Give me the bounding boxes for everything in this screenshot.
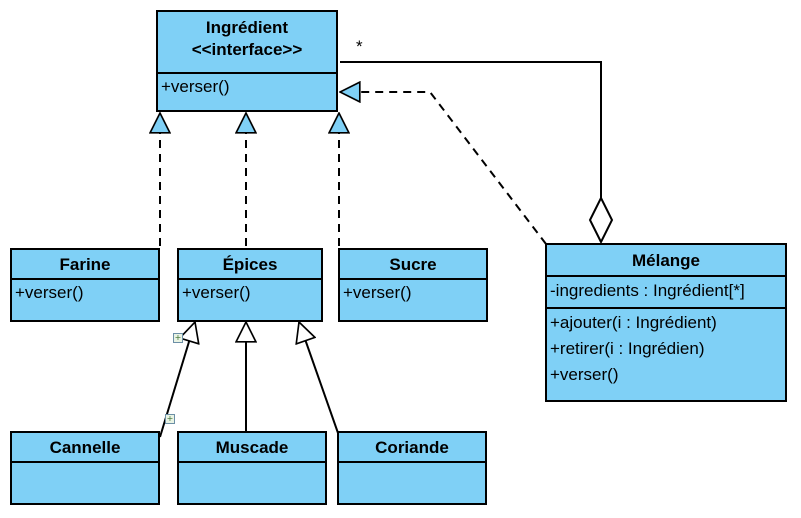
class-farine-operations: +verser() [12,280,158,306]
class-ingredient-stereotype: <<interface>> [191,40,303,59]
class-coriande-name: Coriande [339,433,485,463]
aggregation-diamond [588,195,614,245]
class-epices[interactable]: Épices +verser() [177,248,323,322]
operation: +verser() [182,283,251,302]
class-melange[interactable]: Mélange -ingredients : Ingrédient[*] +aj… [545,243,787,402]
realization-melange [340,92,547,245]
class-cannelle[interactable]: Cannelle [10,431,160,505]
class-ingredient[interactable]: Ingrédient <<interface>> +verser() [156,10,338,112]
operation: +retirer(i : Ingrédien) [550,339,705,358]
class-muscade-name: Muscade [179,433,325,463]
class-sucre-name: Sucre [340,250,486,280]
class-cannelle-name: Cannelle [12,433,158,463]
multiplicity-label: * [356,37,363,56]
class-epices-name: Épices [179,250,321,280]
generalization-coriande [299,322,339,434]
class-sucre[interactable]: Sucre +verser() [338,248,488,322]
class-farine-name: Farine [12,250,158,280]
class-melange-attributes: -ingredients : Ingrédient[*] [547,277,785,309]
operation: +verser() [550,365,619,384]
aggregation-line [340,61,602,200]
operation: +verser() [15,283,84,302]
attribute: -ingredients : Ingrédient[*] [550,281,745,300]
operation: +ajouter(i : Ingrédient) [550,313,717,332]
operation: +verser() [343,283,412,302]
class-melange-name: Mélange [547,245,785,277]
class-melange-operations: +ajouter(i : Ingrédient) +retirer(i : In… [547,309,785,388]
class-sucre-operations: +verser() [340,280,486,306]
class-ingredient-operations: +verser() [158,74,336,100]
connector-handle-icon[interactable]: + [173,333,183,343]
class-ingredient-name: Ingrédient [205,18,289,37]
connector-handle-icon[interactable]: + [165,414,175,424]
operation: +verser() [161,77,230,96]
class-ingredient-header: Ingrédient <<interface>> [158,12,336,74]
class-muscade[interactable]: Muscade [177,431,327,505]
class-epices-operations: +verser() [179,280,321,306]
class-farine[interactable]: Farine +verser() [10,248,160,322]
class-coriande[interactable]: Coriande [337,431,487,505]
